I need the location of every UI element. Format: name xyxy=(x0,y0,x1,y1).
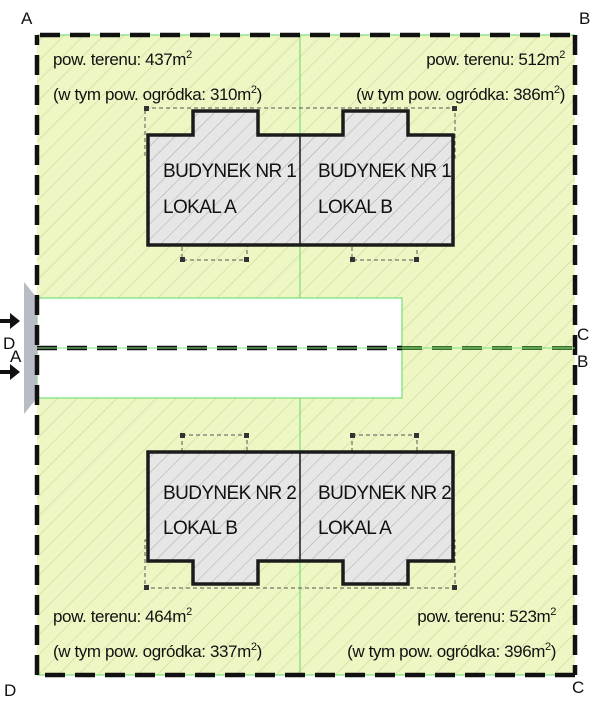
building-1-name-b: BUDYNEK NR 1 xyxy=(318,161,451,182)
corner-label-b: B xyxy=(579,9,590,28)
plot-garden-bottom-right: (w tym pow. ogródka: 396m2) xyxy=(347,641,556,661)
plot-area-top-right: pow. terenu: 512m2 xyxy=(426,49,565,69)
building-1-unit-b: LOKAL B xyxy=(318,197,392,218)
building-2-name-b: BUDYNEK NR 2 xyxy=(163,483,296,504)
building-1 xyxy=(144,106,457,262)
plot-area-bottom-left: pow. terenu: 464m2 xyxy=(53,606,192,626)
corner-label-d: D xyxy=(4,681,16,700)
building-2-unit-a: LOKAL A xyxy=(318,518,392,539)
plot-area-bottom-right: pow. terenu: 523m2 xyxy=(417,606,556,626)
corner-label-c: C xyxy=(572,678,584,697)
plot-garden-top-left: (w tym pow. ogródka: 310m2) xyxy=(53,84,262,104)
building-1-unit-a: LOKAL A xyxy=(163,197,237,218)
plot-garden-bottom-left: (w tym pow. ogródka: 337m2) xyxy=(53,641,262,661)
entry-wedge xyxy=(24,282,37,414)
corner-label-b-mid: B xyxy=(577,352,588,371)
building-2 xyxy=(144,433,457,590)
entry-label-a: A xyxy=(10,347,22,366)
building-2-name-a: BUDYNEK NR 2 xyxy=(318,483,451,504)
plot-garden-top-right: (w tym pow. ogródka: 386m2) xyxy=(356,84,565,104)
corner-label-a: A xyxy=(21,9,33,28)
building-2-unit-b: LOKAL B xyxy=(163,518,237,539)
entry-arrow-icon xyxy=(0,313,20,380)
corner-label-c-mid: C xyxy=(577,325,589,344)
property-boundary xyxy=(34,32,578,678)
entry-label-d: D xyxy=(3,334,15,353)
plot-area-top-left: pow. terenu: 437m2 xyxy=(53,49,192,69)
building-1-name-a: BUDYNEK NR 1 xyxy=(163,161,296,182)
